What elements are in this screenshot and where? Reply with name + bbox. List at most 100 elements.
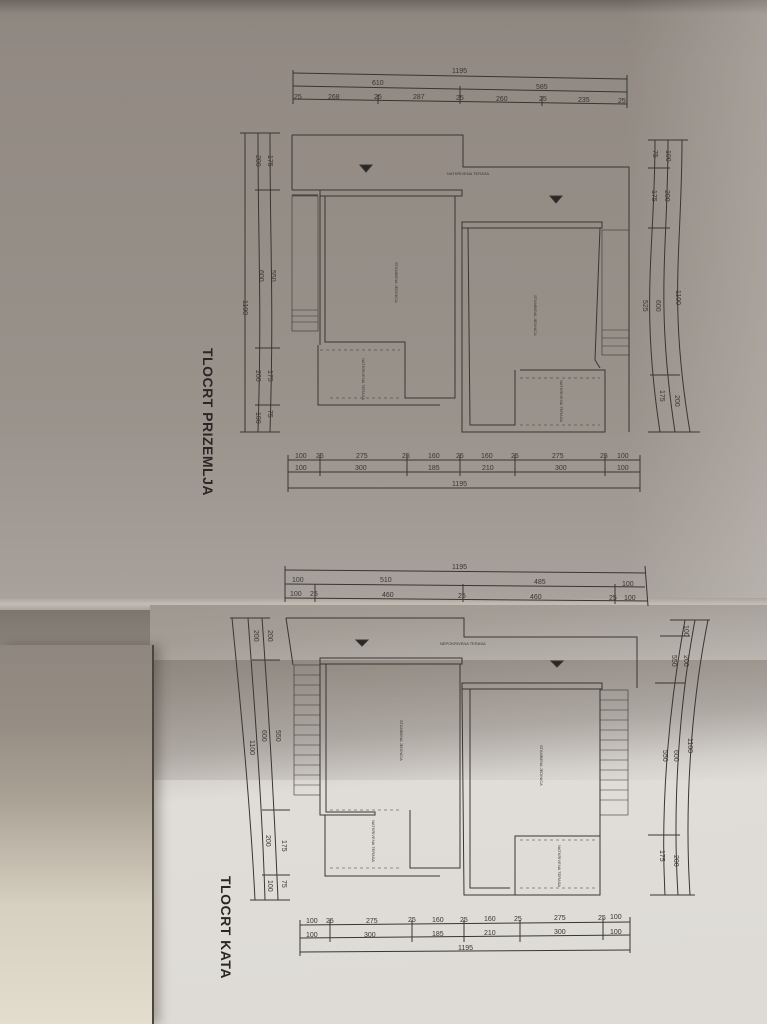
svg-text:275: 275 xyxy=(356,453,368,460)
svg-text:200: 200 xyxy=(672,855,679,867)
svg-text:100: 100 xyxy=(295,453,307,460)
svg-text:100: 100 xyxy=(610,914,622,921)
plan-upper-floor xyxy=(230,565,710,956)
svg-text:260: 260 xyxy=(496,96,508,103)
svg-text:75: 75 xyxy=(280,880,287,888)
svg-text:160: 160 xyxy=(481,453,493,460)
upper-floor-bottom-dimensions: 100 25 275 25 160 25 160 25 275 25 100 1… xyxy=(306,914,622,952)
svg-text:100: 100 xyxy=(624,595,636,602)
svg-text:25: 25 xyxy=(539,96,547,103)
svg-text:25: 25 xyxy=(374,94,382,101)
svg-text:25: 25 xyxy=(460,917,468,924)
svg-text:25: 25 xyxy=(598,915,606,922)
ground-floor-plan-title: TLOCRT PRIZEMLJA xyxy=(200,348,216,496)
svg-text:25: 25 xyxy=(458,593,466,600)
svg-text:160: 160 xyxy=(428,453,440,460)
upper-floor-right-dimensions: 100 550 550 175 200 600 200 1100 xyxy=(658,625,693,867)
svg-text:1100: 1100 xyxy=(686,738,693,753)
svg-text:600: 600 xyxy=(672,750,679,762)
svg-text:75: 75 xyxy=(651,150,658,158)
svg-text:550: 550 xyxy=(661,750,668,762)
svg-text:200: 200 xyxy=(252,630,259,642)
upper-floor-plan-title: TLOCRT KATA xyxy=(218,876,234,979)
svg-text:1195: 1195 xyxy=(452,68,467,75)
svg-text:200: 200 xyxy=(264,835,271,847)
svg-text:300: 300 xyxy=(554,929,566,936)
svg-text:1100: 1100 xyxy=(674,290,681,305)
svg-text:175: 175 xyxy=(658,850,665,862)
svg-text:300: 300 xyxy=(555,465,567,472)
svg-text:175: 175 xyxy=(650,190,657,202)
svg-text:275: 275 xyxy=(554,915,566,922)
svg-text:185: 185 xyxy=(432,931,444,938)
svg-text:175: 175 xyxy=(266,155,273,167)
svg-text:1195: 1195 xyxy=(452,481,467,488)
svg-text:100: 100 xyxy=(622,581,634,588)
svg-text:1100: 1100 xyxy=(241,300,248,315)
svg-text:100: 100 xyxy=(682,625,689,637)
svg-text:210: 210 xyxy=(482,465,494,472)
svg-text:200: 200 xyxy=(254,370,261,382)
svg-text:NATKRIVENA TERASA: NATKRIVENA TERASA xyxy=(361,358,366,400)
svg-text:NATKRIVENA TERASA: NATKRIVENA TERASA xyxy=(557,845,562,887)
svg-text:STAMBENA JEDINICA: STAMBENA JEDINICA xyxy=(533,295,538,336)
svg-text:510: 510 xyxy=(380,577,392,584)
room-labels: NATKRIVENA TERASA STAMBENA JEDINICA STAM… xyxy=(361,171,564,887)
svg-text:25: 25 xyxy=(310,591,318,598)
svg-text:25: 25 xyxy=(514,916,522,923)
svg-text:25: 25 xyxy=(511,453,519,460)
svg-text:160: 160 xyxy=(432,917,444,924)
svg-text:100: 100 xyxy=(617,453,629,460)
svg-text:25: 25 xyxy=(456,95,464,102)
svg-text:200: 200 xyxy=(266,630,273,642)
svg-text:200: 200 xyxy=(673,395,680,407)
svg-text:75: 75 xyxy=(266,410,273,418)
ground-floor-left-dimensions: 1100 200 600 200 100 175 550 175 75 xyxy=(241,155,276,424)
svg-text:600: 600 xyxy=(654,300,661,312)
svg-text:175: 175 xyxy=(658,390,665,402)
svg-text:100: 100 xyxy=(290,591,302,598)
plan-ground-floor xyxy=(240,70,700,492)
svg-text:268: 268 xyxy=(328,94,340,101)
svg-text:25: 25 xyxy=(618,98,626,105)
ground-floor-right-dimensions: 75 175 525 175 100 200 600 200 1100 xyxy=(641,150,681,407)
svg-text:NATKRIVENA TERASA: NATKRIVENA TERASA xyxy=(559,380,564,422)
svg-text:25: 25 xyxy=(402,453,410,460)
svg-text:485: 485 xyxy=(534,579,546,586)
svg-text:1195: 1195 xyxy=(458,945,473,952)
svg-text:235: 235 xyxy=(578,97,590,104)
svg-text:550: 550 xyxy=(269,270,276,282)
svg-text:1100: 1100 xyxy=(248,740,255,755)
svg-text:300: 300 xyxy=(355,465,367,472)
svg-text:185: 185 xyxy=(428,465,440,472)
svg-text:STAMBENA JEDINICA: STAMBENA JEDINICA xyxy=(394,262,399,303)
svg-text:550: 550 xyxy=(670,655,677,667)
svg-text:600: 600 xyxy=(257,270,264,282)
svg-text:25: 25 xyxy=(456,453,464,460)
svg-text:275: 275 xyxy=(366,918,378,925)
svg-text:210: 210 xyxy=(484,930,496,937)
svg-text:585: 585 xyxy=(536,84,548,91)
svg-text:200: 200 xyxy=(663,190,670,202)
svg-text:200: 200 xyxy=(254,155,261,167)
svg-text:160: 160 xyxy=(484,916,496,923)
upper-floor-left-dimensions: 1100 200 600 200 100 200 550 175 75 xyxy=(248,630,287,892)
svg-text:STAMBENA JEDINICA: STAMBENA JEDINICA xyxy=(539,745,544,786)
svg-text:460: 460 xyxy=(382,592,394,599)
svg-text:STAMBENA JEDINICA: STAMBENA JEDINICA xyxy=(399,720,404,761)
loose-paper-sheet xyxy=(0,645,154,1024)
svg-text:25: 25 xyxy=(316,453,324,460)
svg-text:610: 610 xyxy=(372,80,384,87)
svg-text:25: 25 xyxy=(408,917,416,924)
svg-text:100: 100 xyxy=(306,918,318,925)
svg-text:100: 100 xyxy=(306,932,318,939)
svg-text:NATKRIVENA TERASA: NATKRIVENA TERASA xyxy=(447,171,489,176)
svg-text:1195: 1195 xyxy=(452,564,467,571)
svg-text:100: 100 xyxy=(664,150,671,162)
svg-text:275: 275 xyxy=(552,453,564,460)
svg-text:25: 25 xyxy=(600,453,608,460)
svg-text:175: 175 xyxy=(266,370,273,382)
ground-floor-bottom-dimensions: 100 25 275 25 160 25 160 25 275 25 100 1… xyxy=(295,453,629,488)
svg-text:460: 460 xyxy=(530,594,542,601)
